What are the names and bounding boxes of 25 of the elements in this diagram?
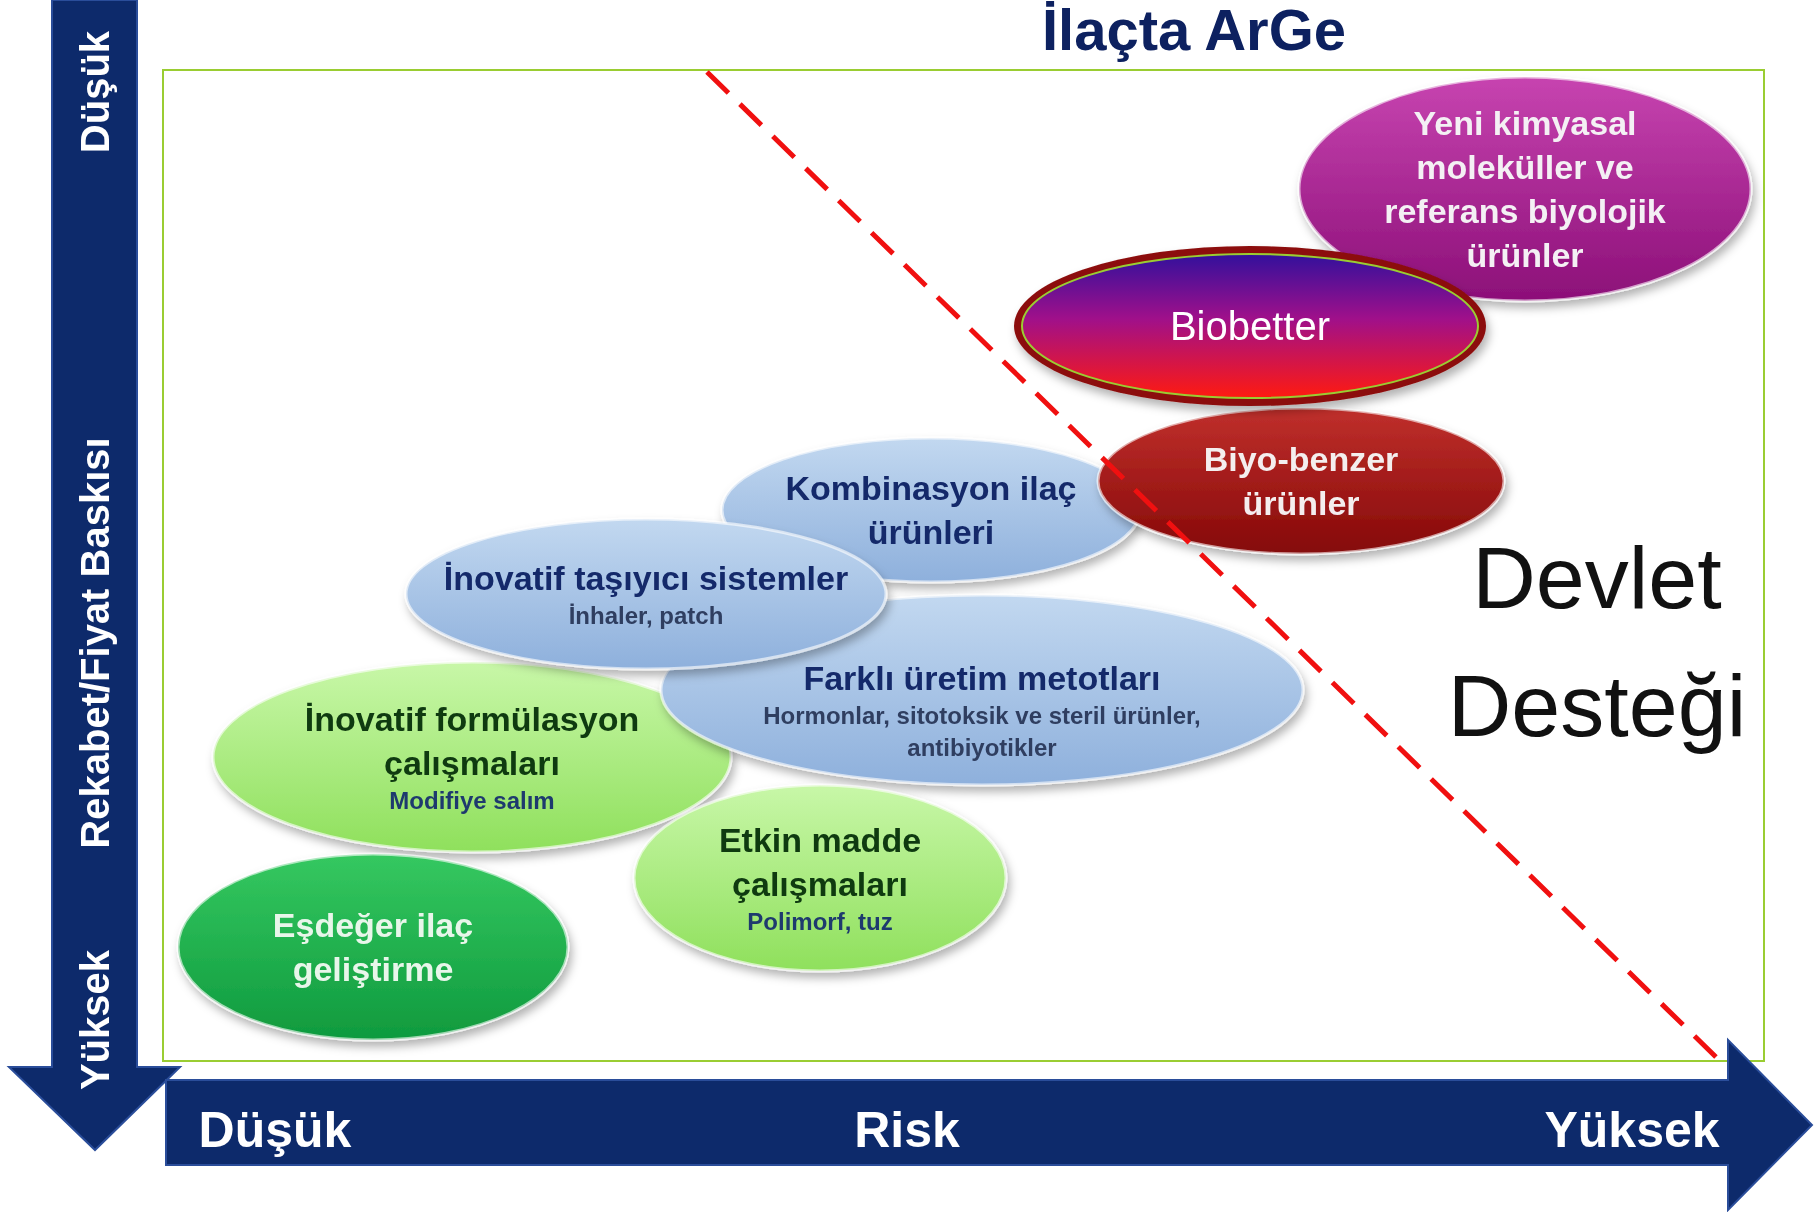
ellipse-node — [1299, 77, 1751, 301]
node-title: Yeni kimyasal moleküller ve referans biyolojik ürünler — [1383, 102, 1667, 277]
node-title: Eşdeğer ilaç geliştirme — [271, 904, 475, 990]
axis-label: Rekabet/Fiyat Baskısı — [72, 437, 118, 849]
node-subtitle: Hormonlar, sitotoksik ve steril ürünler, antibiyotikler — [762, 700, 1202, 764]
ellipse-node — [634, 785, 1006, 971]
node-title: İnovatif taşıyıcı sistemler — [442, 557, 850, 599]
node-subtitle: İnhaler, patch — [567, 600, 725, 631]
ellipse-node — [661, 595, 1303, 785]
axis-label: Yüksek — [1544, 1101, 1720, 1159]
node-title: Kombinasyon ilaç ürünleri — [784, 467, 1078, 553]
axis-label: Yüksek — [72, 949, 118, 1091]
annotation-text: Devlet Desteği — [1446, 527, 1748, 757]
diagram-title: İlaçta ArGe — [1040, 0, 1348, 63]
axis-label: Düşük — [72, 30, 118, 154]
node-title: İnovatif formülasyon çalışmaları — [303, 698, 641, 784]
node-title: Biyo-benzer ürünler — [1202, 438, 1400, 524]
node-subtitle: Polimorf, tuz — [746, 907, 894, 937]
node-title: Biobetter — [1168, 303, 1332, 350]
node-title: Farklı üretim metotları — [802, 657, 1162, 699]
axis-label: Risk — [854, 1101, 960, 1159]
node-title: Etkin madde çalışmaları — [717, 819, 923, 905]
ellipse-node — [178, 854, 568, 1040]
node-subtitle: Modifiye salım — [388, 786, 556, 816]
axis-label: Düşük — [198, 1101, 352, 1159]
